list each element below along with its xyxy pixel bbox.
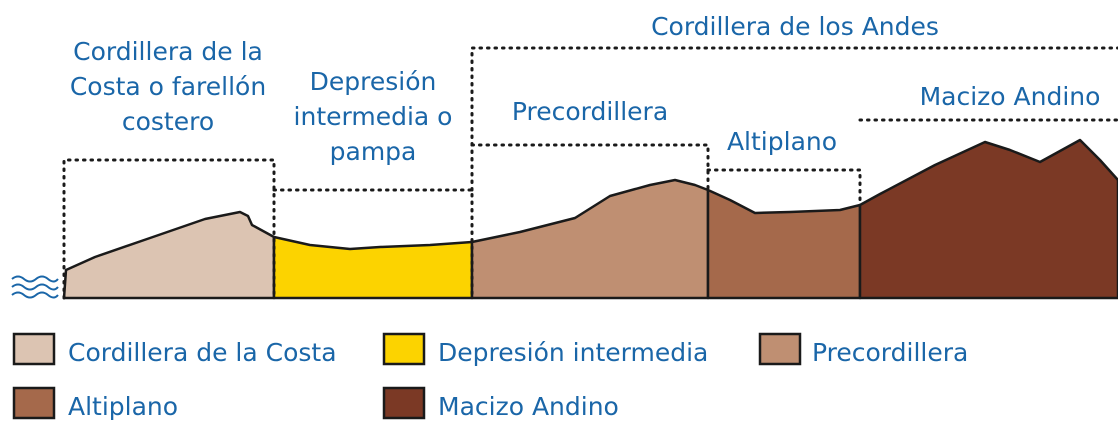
waves-icon	[11, 275, 59, 299]
legend-swatch-macizo	[382, 386, 426, 420]
legend-label-depresion: Depresión intermedia	[438, 338, 708, 367]
altiplano-label: Altiplano	[727, 127, 837, 156]
legend-item-precordillera: Precordillera	[758, 332, 968, 367]
legend-swatch-altiplano	[12, 386, 56, 420]
legend-label-costa: Cordillera de la Costa	[68, 338, 337, 367]
depresion-label-line3: pampa	[330, 137, 417, 166]
legend-label-altiplano: Altiplano	[68, 392, 178, 421]
depresion-label-line2: intermedia o	[294, 102, 453, 131]
legend-label-macizo: Macizo Andino	[438, 392, 619, 421]
macizo-region	[858, 138, 1118, 300]
andes-label: Cordillera de los Andes	[651, 12, 939, 41]
legend-item-depresion: Depresión intermedia	[382, 332, 708, 367]
altiplano-outline	[706, 168, 862, 207]
costa-region	[62, 210, 276, 300]
legend-swatch-costa	[12, 332, 56, 366]
altiplano-region	[706, 188, 862, 300]
legend-item-macizo: Macizo Andino	[382, 386, 619, 421]
precordillera-outline	[470, 143, 710, 192]
costa-label-line3: costero	[122, 107, 214, 136]
precordillera-region	[470, 178, 710, 300]
macizo-label: Macizo Andino	[920, 82, 1101, 111]
depresion-region	[272, 235, 474, 300]
legend-swatch-precordillera	[758, 332, 802, 366]
legend-item-costa: Cordillera de la Costa	[12, 332, 337, 367]
legend-item-altiplano: Altiplano	[12, 386, 178, 421]
legend-swatch-depresion	[382, 332, 426, 366]
costa-label-line1: Cordillera de la	[73, 37, 263, 66]
precordillera-label: Precordillera	[512, 97, 668, 126]
legend: Cordillera de la Costa Depresión interme…	[12, 332, 968, 421]
costa-label-line2: Costa o farellón	[70, 72, 266, 101]
legend-label-precordillera: Precordillera	[812, 338, 968, 367]
costa-outline	[62, 158, 276, 300]
depresion-label-line1: Depresión	[310, 67, 437, 96]
andes-outline	[470, 46, 1118, 147]
